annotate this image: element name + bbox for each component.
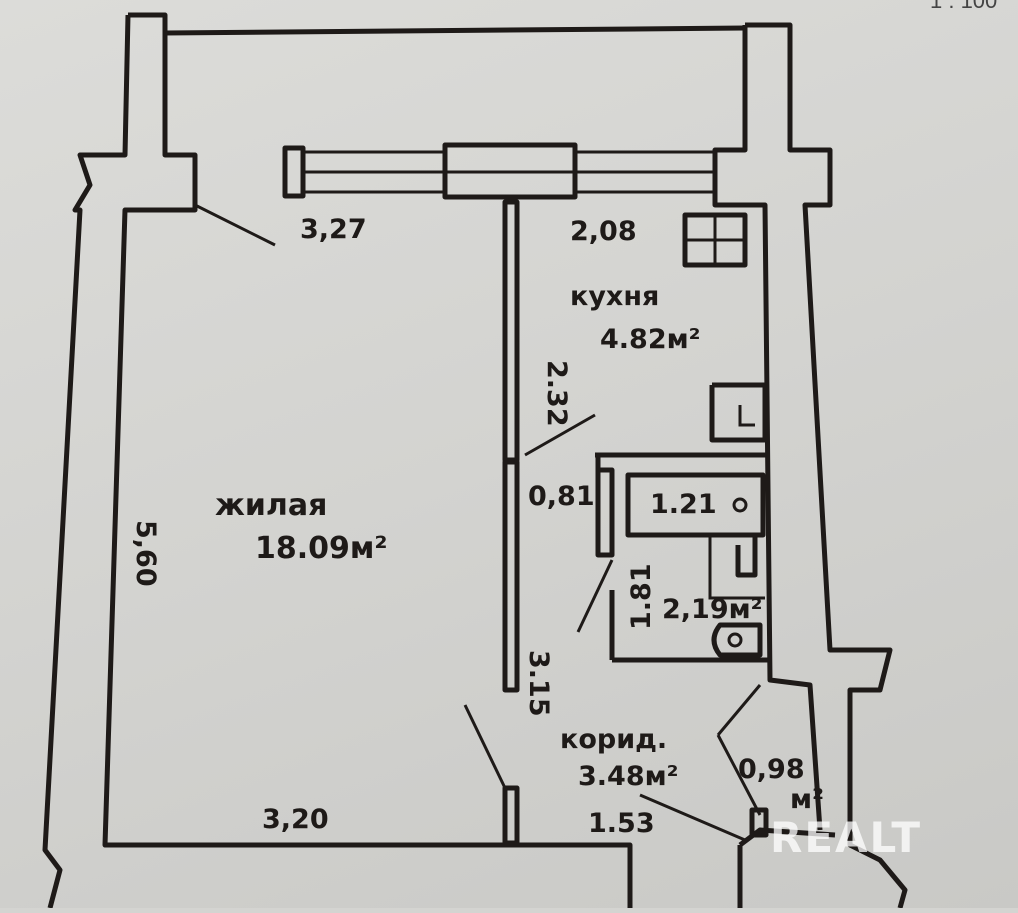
closet-unit: м²: [790, 784, 824, 815]
window: [282, 142, 717, 200]
bathroom-length: 1.81: [626, 563, 657, 630]
living-length: 5,60: [130, 520, 161, 587]
living-width-top: 3,27: [300, 214, 367, 245]
living-width-bottom: 3,20: [262, 804, 329, 835]
corridor-passage: 0,81: [528, 481, 595, 512]
watermark-logo: REALT: [770, 813, 922, 862]
corridor-area: 3.48м²: [578, 761, 679, 792]
closet-area: 0,98: [738, 754, 805, 785]
living-name: жилая: [215, 488, 327, 523]
corridor-name: корид.: [560, 724, 667, 755]
partitions: [194, 199, 770, 846]
kitchen-length: 2.32: [541, 360, 572, 427]
living-area: 18.09м²: [255, 531, 388, 566]
kitchen-area: 4.82м²: [600, 324, 701, 355]
corridor-length: 3.15: [523, 650, 554, 717]
kitchen-width: 2,08: [570, 216, 637, 247]
corridor-width: 1.53: [588, 808, 655, 839]
bathroom-area: 2,19м²: [662, 594, 763, 625]
walls: [42, 12, 908, 909]
bath-size: 1.21: [650, 489, 717, 520]
kitchen-name: кухня: [570, 281, 659, 312]
scale-label: 1 : 100: [930, 0, 997, 13]
